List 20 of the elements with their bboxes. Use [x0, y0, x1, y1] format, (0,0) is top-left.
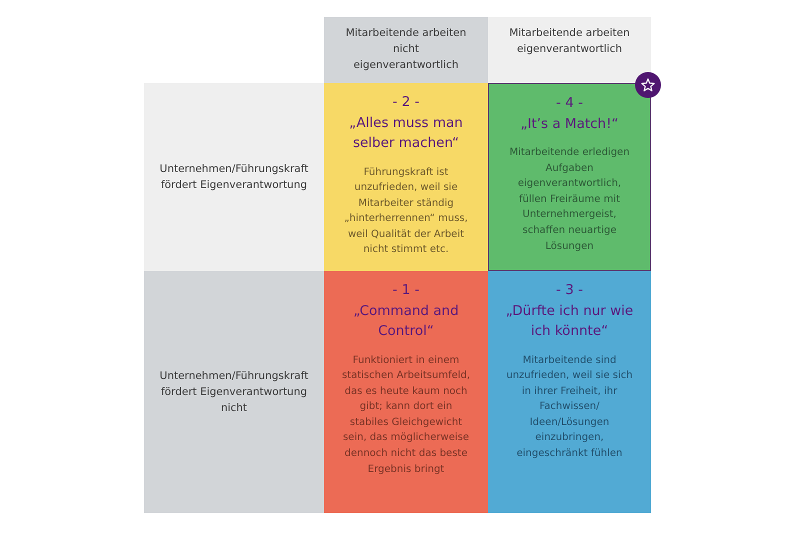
quadrant-panel	[488, 271, 651, 513]
quadrant-number: - 1 -	[392, 281, 420, 300]
column-header: Mitarbeitende arbeiten eigenverantwortlich	[488, 17, 651, 83]
quadrant-title: „Command and Control“	[352, 302, 460, 341]
quadrant-description: Mitarbeitende erledigen Aufgaben eigenverantwortlich, füllen Freiräume mit Unternehmergeist, schaffen neuartige Lösungen	[508, 146, 631, 254]
quadrant-title: „Dürfte ich nur wie ich könnte“	[504, 302, 634, 341]
quadrant-title: „It’s a Match!“	[519, 114, 620, 134]
row-header: Unternehmen/Führungskraft fördert Eigenverantwortung nicht	[144, 271, 324, 513]
quadrant-number: - 3 -	[555, 281, 584, 300]
column-header: Mitarbeitende arbeiten nicht eigenverantwortlich	[324, 17, 488, 83]
row-header: Unternehmen/Führungskraft fördert Eigenverantwortung	[144, 83, 324, 271]
quadrant-panel	[324, 83, 488, 271]
quadrant-description: Führungskraft ist unzufrieden, weil sie Mitarbeiter ständig „hinterherrennen“ muss, weil Qualität der Arbeit nicht stimmt etc.	[343, 166, 469, 258]
quadrant-description: Funktioniert in einem statischen Arbeitsumfeld, das es heute kaum noch gibt; kann dort ein stabiles Gleichgewicht sein, das möglicherweise dennoch nicht das beste Ergebnis bringt	[340, 354, 472, 477]
quadrant-panel	[324, 271, 488, 513]
quadrant-number: - 4 -	[555, 94, 584, 113]
quadrant-description: Mitarbeitende sind unzufrieden, weil sie sich in ihrer Freiheit, ihr Fachwissen/ Ideen/Lösungen einzubringen, eingeschränkt fühlen	[505, 354, 634, 462]
quadrant-number: - 2 -	[392, 93, 420, 112]
quadrant-panel	[488, 83, 651, 271]
quadrant-title: „Alles muss man selber machen“	[348, 114, 464, 153]
